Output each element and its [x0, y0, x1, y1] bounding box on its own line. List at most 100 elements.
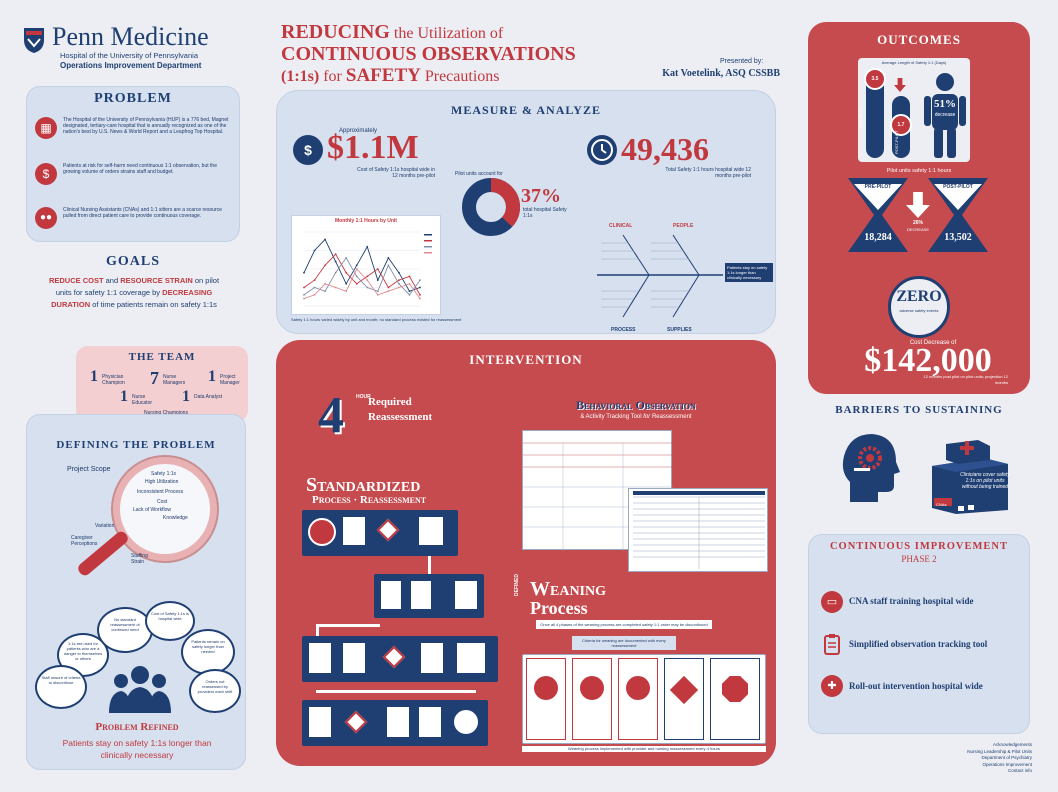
cost-caption: Cost of Safety 1:1s hospital wide in 12 … — [357, 167, 435, 179]
flow-box-8 — [420, 642, 444, 674]
author: Kat Voetelink, ASQ CSSBB — [662, 68, 780, 79]
tracking-tool-form-2 — [628, 488, 768, 572]
chart-point — [387, 264, 390, 267]
pre-val: 3.5 — [871, 76, 879, 82]
barriers-small-text: CNAs — [936, 502, 947, 507]
goals-heading: GOALS — [105, 254, 160, 269]
footer-line-4: Operations Improvement — [982, 761, 1032, 767]
hours-decrease: 26% — [912, 220, 923, 226]
fishbone-diagram — [593, 221, 769, 331]
chart-point — [419, 294, 421, 296]
bubble-6 — [189, 669, 241, 713]
hour-label: HOUR — [356, 394, 371, 400]
post-hours: 13,502 — [944, 232, 972, 243]
hours-title: Pilot units safety 1:1 hours — [886, 168, 952, 174]
lens-item-3: Inconsistent Process — [137, 489, 184, 495]
barriers-heading: BARRIERS TO SUSTAINING — [835, 404, 1003, 416]
bubble-text-4: Patients remain on safety longer than ne… — [191, 639, 225, 654]
donut-chart — [461, 177, 521, 237]
hours-value: 49,436 — [621, 131, 709, 167]
chart-point — [398, 271, 400, 274]
poster-title: REDUCING the Utilization of CONTINUOUS O… — [281, 22, 641, 87]
zero-text: ZERO — [896, 288, 942, 305]
pilot-caption: Pilot units account for — [455, 171, 503, 177]
footer-line-5: Contact info — [1007, 768, 1032, 773]
hours-decrease-sub: DECREASE — [906, 227, 929, 232]
footer-acknowledgements: Acknowledgements Nursing Leadership & Pi… — [920, 742, 1032, 775]
chart-point — [303, 271, 305, 274]
title-safety: SAFETY — [345, 65, 421, 86]
weaning-stop-icon — [722, 676, 748, 702]
post-pilot-hours-label: POST-PILOT — [943, 184, 973, 190]
line-chart: Monthly 1:1 Hours by Unit — [291, 215, 441, 315]
reassessment-label: Reassessment — [368, 411, 433, 423]
people-icon: ●● — [35, 207, 57, 229]
chart-point — [366, 275, 369, 278]
footer-line-3: Department of Psychiatry — [981, 755, 1032, 760]
logo-subtitle-1: Hospital of the University of Pennsylvan… — [60, 51, 198, 60]
team-label-2: Nurse Managers — [163, 374, 186, 386]
chart-point — [313, 279, 316, 281]
pre-hours: 18,284 — [864, 232, 892, 243]
pre-pilot-capsule — [866, 72, 884, 158]
chart-point — [376, 294, 379, 296]
weaning-box-2: Criteria for weaning are documented with… — [572, 636, 676, 650]
barriers-right-text: Clinicians cover safety 1:1s on pilot un… — [960, 472, 1010, 490]
ci-item-2: Simplified observation tracking tool — [849, 639, 988, 649]
pct-value: 37% — [521, 185, 561, 207]
chart-series-line-4 — [303, 268, 421, 300]
problem-panel: PROBLEM ▦ The Hospital of the University… — [26, 86, 240, 242]
chart-point — [366, 245, 369, 248]
penn-shield-icon — [22, 26, 46, 54]
four-hour-number: 4 — [318, 387, 344, 444]
chart-point — [345, 257, 348, 259]
project-scope-label: Project Scope — [67, 466, 111, 473]
flow-box-1 — [342, 516, 366, 546]
weaning-box-1: Once all 4 phases of the weaning process… — [536, 620, 712, 629]
chart-point — [398, 279, 400, 281]
goals-time: of time patients remain on safety 1:1s — [92, 300, 217, 309]
footer-line-2: Nursing Leadership & Pilot Units — [967, 748, 1032, 754]
flow-connector-2 — [316, 626, 319, 636]
pct-decrease: 51% — [934, 98, 956, 110]
zero-sub: adverse safety events — [899, 308, 939, 313]
measure-panel: MEASURE & ANALYZE $ Approximately $1.1M … — [276, 90, 776, 334]
head-gears-icon — [840, 432, 900, 502]
cost-value: $1.1M — [327, 129, 419, 166]
logo-subtitle-2: Operations Improvement Department — [60, 61, 202, 70]
goals-reduce-cost: REDUCE COST — [48, 276, 104, 285]
team-num-2: 7 — [150, 368, 159, 388]
intervention-panel: INTERVENTION 4 HOUR Required Reassessmen… — [276, 340, 776, 766]
behav-title: Behavioral Observation — [576, 398, 696, 412]
line-chart-title: Monthly 1:1 Hours by Unit — [335, 218, 397, 224]
goals-text: REDUCE COST and RESOURCE STRAIN on pilot… — [46, 275, 222, 311]
lens-item-2: High Utilization — [145, 479, 179, 485]
chart-point — [345, 271, 348, 274]
defining-panel: DEFINING THE PROBLEM Project Scope Safet… — [26, 414, 246, 770]
clipboard-icon — [821, 633, 843, 655]
post-label: POST-PILOT — [894, 130, 899, 154]
team-label-4: Nurse Educator — [132, 394, 153, 406]
chart-legend-swatch — [424, 246, 432, 248]
chart-series-line-1 — [303, 238, 421, 292]
flow-box-10 — [308, 706, 332, 738]
goals-resource-strain: RESOURCE STRAIN — [120, 276, 193, 285]
goals-and: and — [105, 276, 119, 285]
outcomes-heading: OUTCOMES — [877, 32, 961, 47]
weaning-footer: Weaning process implemented with provide… — [522, 746, 766, 752]
chart-point — [345, 282, 348, 285]
chart-point — [419, 286, 421, 289]
goals-by: on pilot units for safety 1:1 coverage b… — [55, 276, 220, 297]
chart-point — [419, 297, 421, 300]
team-heading: THE TEAM — [128, 351, 196, 363]
intervention-heading: INTERVENTION — [469, 352, 583, 367]
cost-decrease-label: Cost Decrease of — [909, 340, 957, 346]
outer-item-2: Caregiver Perceptions — [71, 535, 98, 547]
flow-box-11 — [386, 706, 410, 738]
title-precautions: Precautions — [424, 68, 500, 85]
outcomes-panel: OUTCOMES Average Length of Safety 1:1 (D… — [808, 22, 1030, 394]
weaning-phase-2-circle — [580, 676, 604, 700]
lens-item-5: Lack of Workflow — [133, 507, 171, 513]
outer-item-1: Variation — [95, 523, 115, 529]
approx-label: Approximately — [339, 128, 378, 134]
